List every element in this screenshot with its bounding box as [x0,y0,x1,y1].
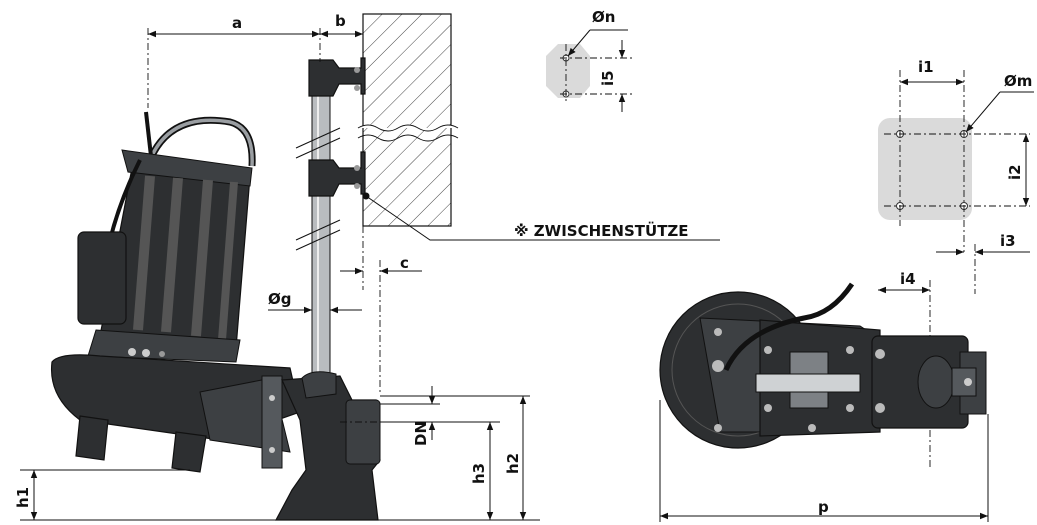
label-h1: h1 [14,487,32,508]
bracket-plate-detail [546,29,632,112]
label-a: a [232,14,242,32]
label-h3: h3 [470,463,488,484]
duckfoot-base [275,371,381,521]
label-i1: i1 [918,58,934,76]
label-n-diameter: Øn [592,8,615,26]
label-g-diameter: Øg [268,290,292,308]
label-p: p [818,498,829,516]
label-i5: i5 [599,70,617,86]
pump-side-view [50,111,301,473]
label-c: c [400,254,409,272]
label-b: b [335,12,346,30]
label-i4: i4 [900,270,916,288]
p-dimension [659,400,989,522]
side-dimensions [20,28,720,521]
label-intermediate-support: ※ ZWISCHENSTÜTZE [514,221,689,240]
label-dn: DN [412,421,430,446]
label-h2: h2 [504,453,522,474]
guide-pipe [295,69,341,381]
label-m-diameter: Øm [1004,72,1032,90]
label-i3: i3 [1000,232,1016,250]
wall [357,13,459,227]
label-i2: i2 [1006,164,1024,180]
upper-bracket [308,57,366,97]
pump-top-view [659,282,987,449]
